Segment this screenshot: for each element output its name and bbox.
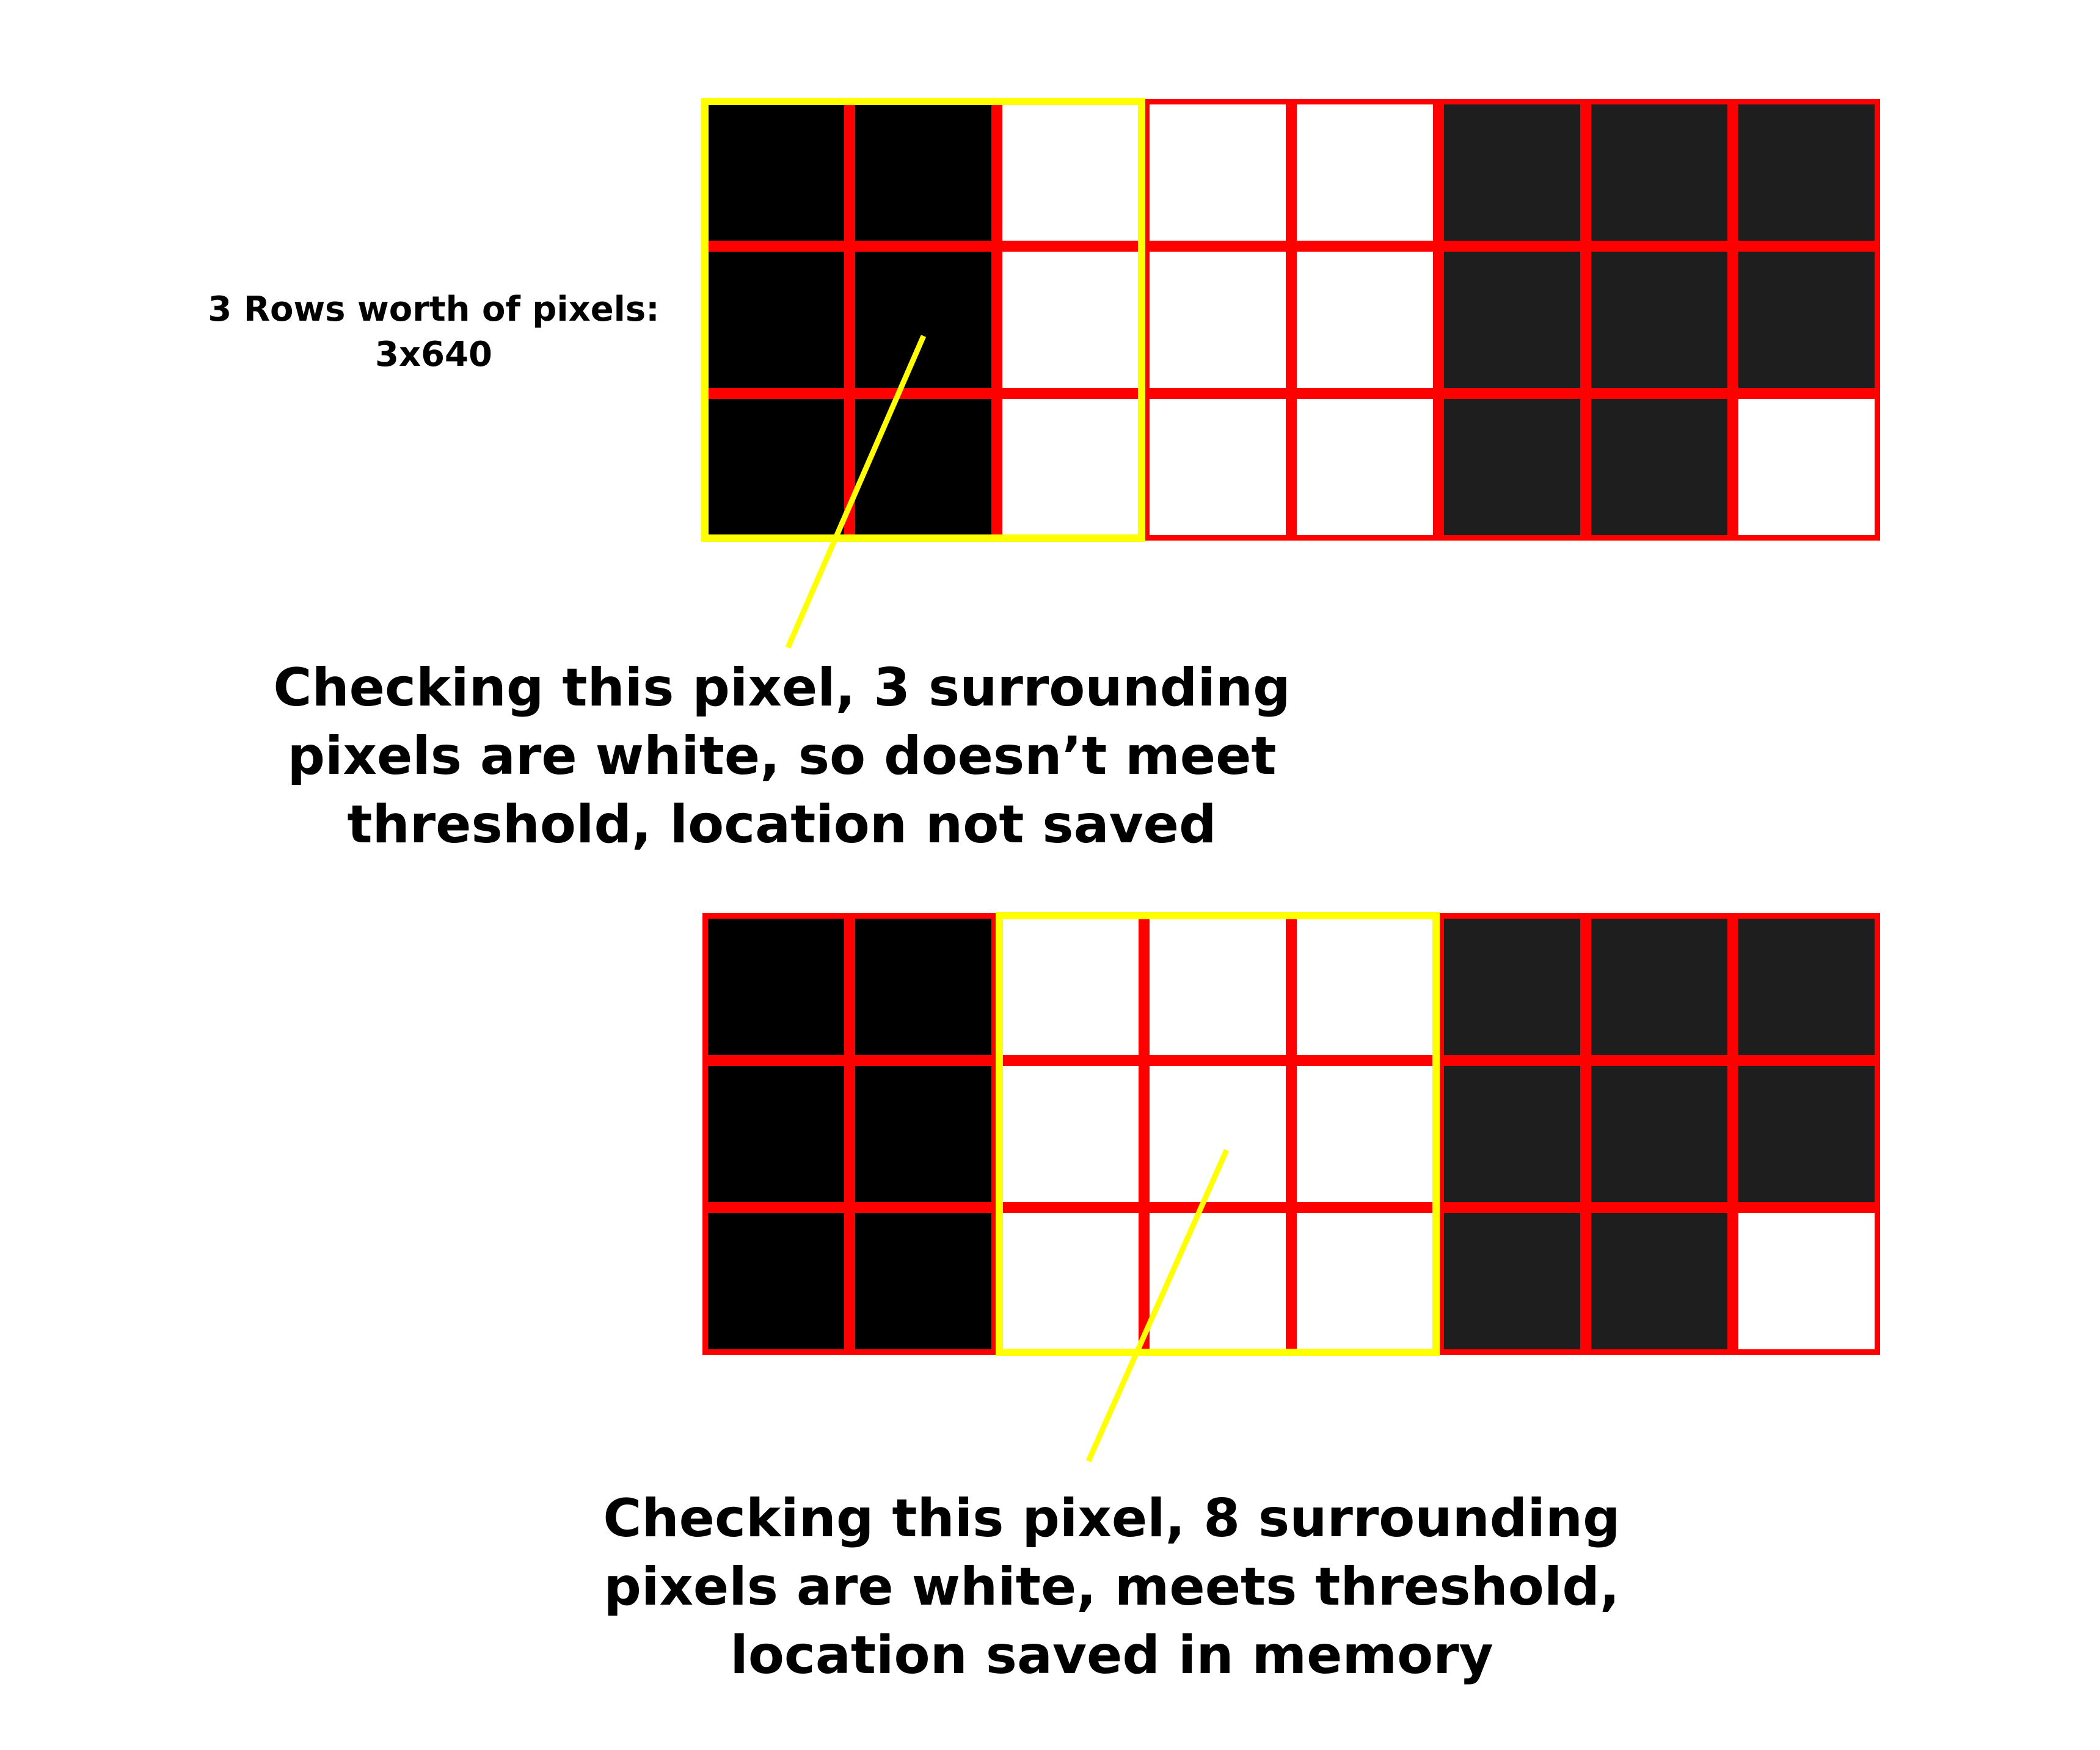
bottom-caption: Checking this pixel, 8 surrounding pixel… xyxy=(513,1484,1710,1690)
pixel-cell-dark-r1-c5 xyxy=(1444,1066,1580,1202)
pixel-cell-white-r2-c4 xyxy=(1297,1213,1433,1349)
pixel-cell-black-r1-c0 xyxy=(708,252,844,388)
pixel-cell-black-r0-c1 xyxy=(855,104,991,241)
pixel-cell-black-r2-c0 xyxy=(708,1213,844,1349)
pixel-cell-white-r0-c2 xyxy=(1002,104,1139,241)
pixel-cell-white-r2-c4 xyxy=(1297,399,1433,535)
top-caption-line-2: pixels are white, so doesn’t meet xyxy=(287,726,1277,787)
pixel-cell-dark-r0-c6 xyxy=(1591,919,1727,1055)
pixel-cell-white-r1-c4 xyxy=(1297,1066,1433,1202)
pixel-cell-dark-r1-c7 xyxy=(1738,1066,1875,1202)
pixel-cell-white-r1-c3 xyxy=(1150,252,1286,388)
pixel-cell-white-r2-c3 xyxy=(1150,399,1286,535)
pixel-cell-white-r1-c3 xyxy=(1150,1066,1286,1202)
pixel-cell-black-r2-c1 xyxy=(855,1213,991,1349)
pixel-cell-black-r1-c1 xyxy=(855,252,991,388)
top-pixel-grid xyxy=(701,98,1880,649)
pixel-cell-black-r2-c0 xyxy=(708,399,844,535)
pixel-cell-dark-r0-c7 xyxy=(1738,919,1875,1055)
pixel-cell-black-r0-c0 xyxy=(708,104,844,241)
rows-label-line-2: 3x640 xyxy=(375,335,492,374)
top-caption-line-1: Checking this pixel, 3 surrounding xyxy=(273,657,1291,718)
pixel-cell-dark-r1-c5 xyxy=(1444,252,1580,388)
pixel-cell-white-r1-c2 xyxy=(1002,252,1139,388)
pixel-cell-white-r2-c2 xyxy=(1002,1213,1139,1349)
bottom-pixel-grid xyxy=(702,912,1880,1462)
rows-label: 3 Rows worth of pixels: 3x640 xyxy=(183,287,684,377)
pixel-cell-dark-r2-c5 xyxy=(1444,399,1580,535)
highlight-window xyxy=(701,98,1145,542)
pixel-cell-dark-r0-c5 xyxy=(1444,919,1580,1055)
top-caption-line-3: threshold, location not saved xyxy=(347,794,1217,855)
bottom-caption-line-1: Checking this pixel, 8 surrounding xyxy=(603,1488,1621,1549)
pixel-cell-black-r2-c1 xyxy=(855,399,991,535)
pixel-cell-white-r2-c2 xyxy=(1002,399,1139,535)
pixel-cell-white-r2-c7 xyxy=(1738,399,1875,535)
pixel-cell-white-r2-c3 xyxy=(1150,1213,1286,1349)
rows-label-line-1: 3 Rows worth of pixels: xyxy=(208,290,660,329)
pixel-cell-white-r0-c2 xyxy=(1002,919,1139,1055)
pixel-cell-black-r0-c1 xyxy=(855,919,991,1055)
pixel-cell-dark-r0-c5 xyxy=(1444,104,1580,241)
pointer-line xyxy=(785,335,927,649)
pixel-cell-dark-r0-c6 xyxy=(1591,104,1727,241)
pixel-cell-dark-r1-c6 xyxy=(1591,1066,1727,1202)
pixel-cell-dark-r1-c7 xyxy=(1738,252,1875,388)
bottom-caption-line-3: location saved in memory xyxy=(730,1625,1493,1686)
pixel-cell-white-r0-c4 xyxy=(1297,919,1433,1055)
top-caption: Checking this pixel, 3 surrounding pixel… xyxy=(171,654,1393,859)
pixel-cell-white-r0-c4 xyxy=(1297,104,1433,241)
pixel-cell-dark-r1-c6 xyxy=(1591,252,1727,388)
pointer-line xyxy=(1085,1149,1230,1462)
pixel-cell-white-r0-c3 xyxy=(1150,104,1286,241)
highlight-window xyxy=(996,912,1440,1356)
pixel-cell-dark-r2-c6 xyxy=(1591,1213,1727,1349)
pixel-cell-black-r1-c0 xyxy=(708,1066,844,1202)
bottom-caption-line-2: pixels are white, meets threshold, xyxy=(603,1556,1620,1617)
pixel-cell-dark-r0-c7 xyxy=(1738,104,1875,241)
pixel-cell-white-r2-c7 xyxy=(1738,1213,1875,1349)
pixel-cell-dark-r2-c5 xyxy=(1444,1213,1580,1349)
pixel-cell-black-r0-c0 xyxy=(708,919,844,1055)
pixel-cell-white-r1-c4 xyxy=(1297,252,1433,388)
pixel-cell-dark-r2-c6 xyxy=(1591,399,1727,535)
pixel-cell-white-r1-c2 xyxy=(1002,1066,1139,1202)
pixel-cell-white-r0-c3 xyxy=(1150,919,1286,1055)
pixel-cell-black-r1-c1 xyxy=(855,1066,991,1202)
